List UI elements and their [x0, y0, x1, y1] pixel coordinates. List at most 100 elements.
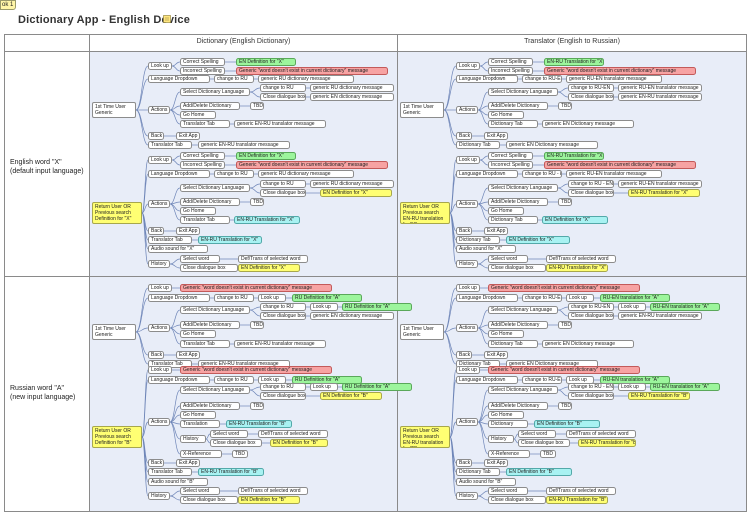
connector-line — [169, 405, 181, 423]
connector-line — [557, 386, 569, 391]
tree-node: Exit App — [484, 227, 508, 235]
connector-line — [169, 91, 181, 111]
connector-line — [169, 490, 181, 497]
tree-node: TBD — [558, 321, 572, 329]
column-header-dictionary: Dictionary (English Dictionary) — [196, 38, 291, 45]
tree-node: Look up — [566, 294, 594, 302]
tree-node: change to RU — [260, 180, 306, 188]
tree-node: Generic "word doesn't exist in current d… — [544, 161, 696, 169]
tree-node: Translator Tab — [180, 120, 230, 128]
connector-line — [249, 389, 261, 397]
connector-line — [249, 87, 261, 93]
tree-node: Language Dropdown — [148, 294, 210, 302]
tree-node: Select Dictionary Language — [180, 88, 250, 96]
connector-line — [169, 109, 181, 125]
connector-line — [449, 421, 457, 438]
connector-line — [141, 379, 149, 438]
connector-line — [205, 438, 211, 444]
tree-node: RU-EN translation for "A" — [600, 294, 670, 302]
tree-node: Add/Delete Dictionary — [180, 321, 240, 329]
tree-node: generic EN Dictionary message — [506, 141, 598, 149]
tree-node: Correct Spelling — [488, 58, 533, 66]
connector-line — [169, 495, 181, 501]
connector-line — [169, 309, 181, 329]
tree-node: Select word — [210, 430, 248, 438]
connector-line — [169, 389, 181, 423]
connector-line — [477, 490, 489, 497]
tree-node: Close dialogue box — [488, 264, 546, 272]
tree-node: EN Definition for "B" — [270, 439, 328, 447]
connector-line — [171, 61, 181, 67]
tree-node: change to RU - EN — [568, 383, 614, 391]
tree-node: Exit App — [484, 351, 508, 359]
tree-node: Translator Tab — [148, 236, 192, 244]
tree-node: change to RU-EN — [522, 294, 562, 302]
connector-line — [169, 187, 181, 205]
connector-line — [169, 263, 181, 269]
tree-node: TBD — [558, 102, 572, 110]
connector-line — [249, 183, 261, 189]
tree-node: Audio sound for "X" — [148, 245, 208, 253]
connector-line — [477, 495, 489, 501]
tree-node: Add/Delete Dictionary — [180, 102, 240, 110]
tree-node: generic EN-RU translator message — [198, 141, 290, 149]
tree-node: Look up — [148, 62, 172, 70]
tree-node: Close dialogue box — [180, 264, 238, 272]
row-label-line: English word "X" — [10, 159, 62, 166]
connector-line — [479, 159, 489, 166]
tree-node: change to RU — [260, 84, 306, 92]
connector-line — [249, 187, 261, 194]
tree-node: Actions — [148, 106, 170, 114]
tree-node: Back — [148, 351, 164, 359]
tree-node: Language Dropdown — [456, 294, 518, 302]
tree-node: change to RU - EN — [522, 170, 562, 178]
tree-node: RU-EN translation for "A" — [650, 303, 720, 311]
header-divider — [4, 51, 747, 52]
tree-node: Exit App — [176, 227, 200, 235]
tree-node: Language Dropdown — [148, 75, 210, 83]
connector-line — [449, 173, 457, 214]
sheet-tab[interactable]: ok 1 — [0, 0, 16, 10]
tree-node: generic RU-EN translator message — [618, 84, 702, 92]
connector-line — [477, 109, 489, 125]
tree-node: Actions — [148, 324, 170, 332]
tree-node: History — [148, 260, 170, 268]
connector-line — [169, 203, 181, 221]
root-node: 1st Time User Generic message — [400, 324, 444, 340]
tree-node: History — [488, 435, 514, 443]
tree-node: generic RU dictionary message — [310, 180, 394, 188]
tree-node: TBD — [250, 198, 264, 206]
tree-node: Select Dictionary Language — [180, 386, 250, 394]
tree-node: Go Home — [488, 207, 524, 215]
tree-node: Def/Trans of selected word — [546, 487, 616, 495]
connector-line — [135, 331, 149, 356]
tree-node: Incorrect Spelling — [180, 67, 225, 75]
tree-node: History — [456, 492, 478, 500]
tree-node: Language Dropdown — [456, 170, 518, 178]
tree-node: EN-RU Translation for "B" — [546, 496, 608, 504]
root-node: 1st Time User Generic message — [92, 102, 136, 118]
tree-node: Incorrect Spelling — [488, 67, 533, 75]
row-label-line: Russian word "A" — [10, 385, 64, 392]
tree-node: TBD — [250, 321, 264, 329]
tree-node: Close dialogue box — [210, 439, 262, 447]
connector-line — [141, 436, 149, 483]
tree-node: Go Home — [488, 411, 524, 419]
row-label-line: (default input language) — [10, 168, 84, 175]
tree-node: EN-RU Translation for "X" — [544, 58, 604, 66]
tree-node: TBD — [250, 102, 264, 110]
connector-line — [443, 287, 457, 333]
connector-line — [169, 421, 181, 455]
connector-line — [479, 61, 489, 67]
tree-node: Dictionary Tab — [456, 141, 500, 149]
row-divider — [4, 276, 747, 277]
tree-node: Back — [148, 459, 164, 467]
tree-node: X-Reference — [488, 450, 530, 458]
connector-line — [169, 258, 181, 265]
connector-line — [249, 386, 261, 391]
tree-node: Back — [148, 227, 164, 235]
connector-line — [141, 212, 149, 265]
connector-line — [249, 91, 261, 98]
tree-node: Go Home — [488, 330, 524, 338]
tree-node: TBD — [558, 402, 572, 410]
